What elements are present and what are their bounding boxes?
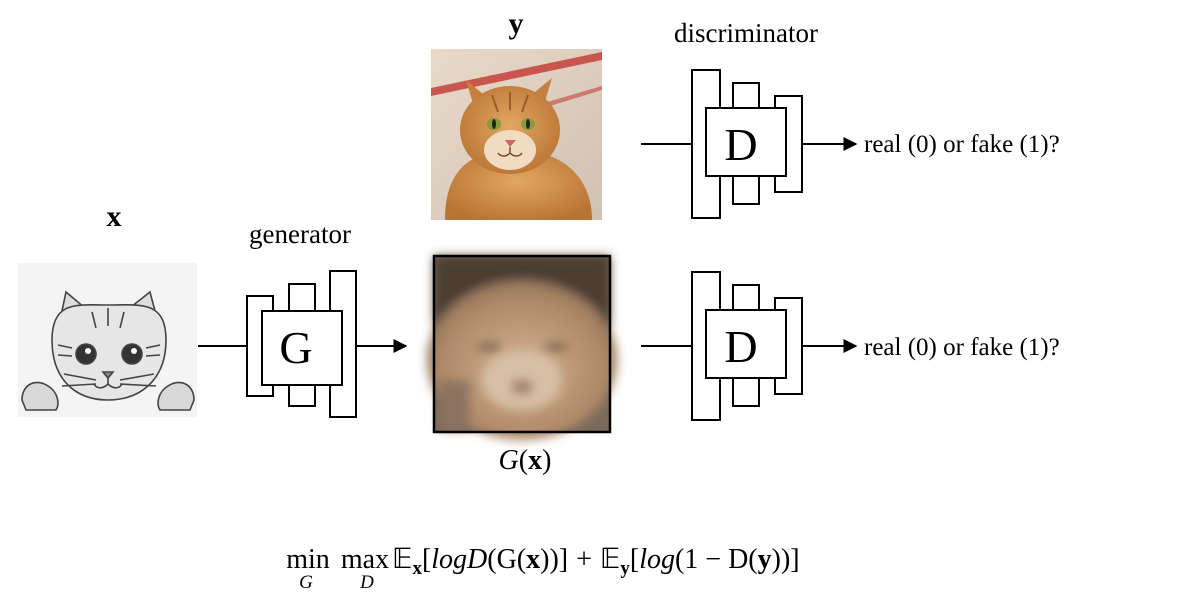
generator-network bbox=[246, 270, 357, 418]
gx-label: G(x) bbox=[499, 445, 552, 476]
discriminator-network-bottom bbox=[691, 271, 803, 421]
y-label: y bbox=[509, 7, 524, 40]
generated-cat-image bbox=[427, 254, 617, 440]
sketch-cat-image bbox=[18, 263, 197, 417]
generator-letter: G bbox=[279, 322, 312, 373]
output-label-top: real (0) or fake (1)? bbox=[864, 131, 1060, 158]
eq-max: max bbox=[341, 544, 389, 575]
discriminator-label: discriminator bbox=[674, 18, 818, 48]
output-label-bottom: real (0) or fake (1)? bbox=[864, 334, 1060, 361]
eq-body: 𝔼x[logD(G(x))]+𝔼y[log(1 − D(y))] bbox=[392, 544, 800, 579]
real-cat-image bbox=[431, 49, 602, 220]
discriminator-network-top bbox=[691, 69, 803, 219]
discriminator-letter-bottom: D bbox=[724, 321, 757, 372]
x-label: x bbox=[107, 200, 122, 233]
discriminator-letter-top: D bbox=[724, 119, 757, 170]
eq-max-sub: D bbox=[359, 572, 374, 593]
gan-objective-equation: min G max D 𝔼x[logD(G(x))]+𝔼y[log(1 − D(… bbox=[286, 544, 799, 593]
eq-min: min bbox=[286, 544, 330, 575]
generator-label: generator bbox=[249, 219, 351, 249]
eq-min-sub: G bbox=[299, 572, 313, 593]
